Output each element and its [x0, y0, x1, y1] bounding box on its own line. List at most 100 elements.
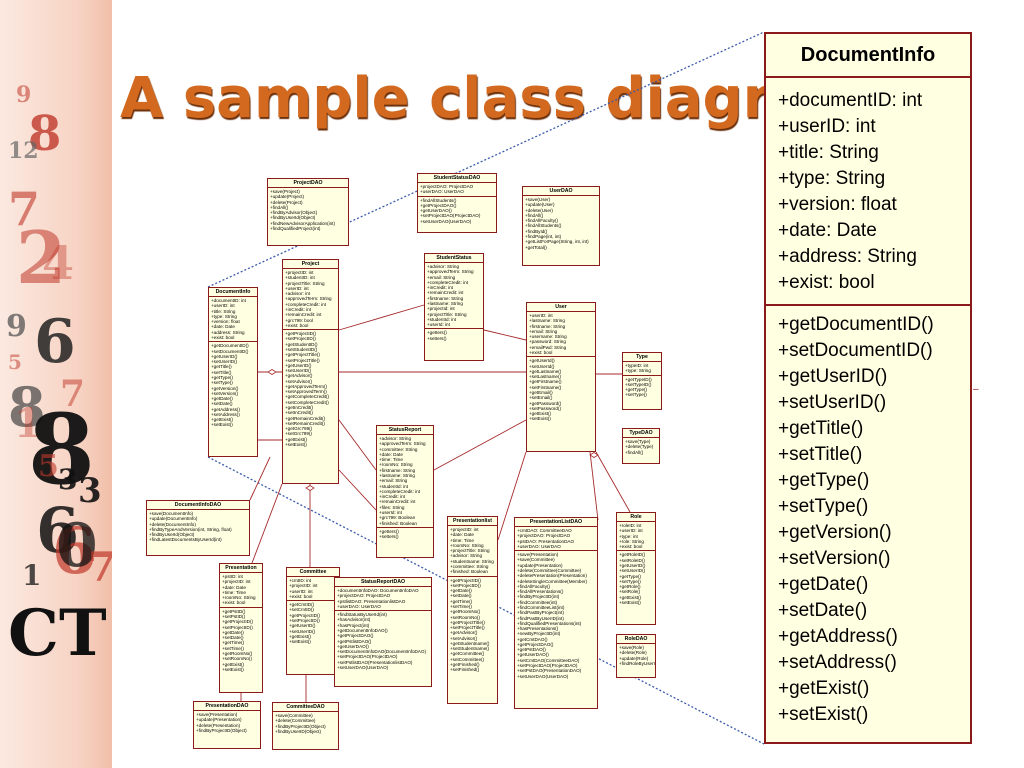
- class-operation: +findByProjectID(Object): [196, 727, 247, 733]
- class-operation: +getCompleteCredit(): [285, 394, 330, 400]
- class-attribute: +type: String: [625, 368, 651, 374]
- class-operation: +setCompleteCredit(): [285, 399, 329, 405]
- class-box-committee-dao: CommitteeDAO+save(Committee)+delete(Comm…: [272, 702, 339, 750]
- class-attribute: +projectTitle: String: [285, 280, 325, 286]
- class-operation: +getRemainCredit(): [285, 415, 326, 421]
- class-attribute: +exist: bool: [285, 322, 309, 328]
- zoomed-attribute: +address: String: [778, 246, 917, 267]
- class-box-presentation-dao: PresentationDAO+save(Presentation)+updat…: [193, 701, 261, 749]
- class-attribute: +roomNo: String: [379, 462, 413, 468]
- decorative-number: 7: [8, 182, 41, 236]
- class-attribute: +title: String: [211, 308, 236, 314]
- class-operation: +getDocumentID(): [211, 343, 249, 349]
- class-attribute: +userDAO: UserDAO: [420, 189, 464, 195]
- decorative-number: 1: [14, 400, 42, 447]
- class-attribute: +grc799: bool: [285, 317, 313, 323]
- class-box-document-info-dao: DocumentInfoDAO+save(DocumentInfo)+updat…: [146, 500, 250, 556]
- class-operation: +getStudentID(): [285, 341, 318, 347]
- class-operation: +delete(DocumentInfo): [149, 521, 196, 527]
- class-attribute: +time: Time: [450, 537, 474, 543]
- class-operation: +setExist(): [285, 442, 307, 447]
- class-operation: +hasPresentations(): [517, 626, 559, 632]
- class-operation: +getFirstname(): [529, 379, 562, 385]
- class-operation: +getInCredit(): [285, 405, 314, 411]
- class-attributes: +projectDAO: ProjectDAO+userDAO: UserDAO: [418, 183, 496, 197]
- class-attribute: +date: Date: [450, 532, 474, 538]
- class-attribute: +exist: bool: [619, 544, 643, 550]
- class-operation: +findAllPresentations(): [517, 589, 564, 595]
- class-attributes: +advisor: String+approvedTerm: String+co…: [377, 435, 433, 528]
- class-operation: +setDate(): [222, 635, 244, 641]
- zoomed-operation: +getDate(): [778, 574, 869, 595]
- zoomed-class-name: DocumentInfo: [766, 34, 970, 78]
- class-operation: +getStudentname(): [450, 640, 490, 646]
- class-operation: +setCommittee(): [450, 656, 485, 662]
- assoc-statusreport-user: [433, 419, 527, 471]
- class-operation: +setDate(): [211, 401, 233, 407]
- class-operation: +getProjectID(): [222, 619, 254, 625]
- class-operation: +hasAdvisor(int): [337, 617, 371, 623]
- class-attribute: +inCredit: int: [427, 285, 453, 291]
- class-operations: +getProjectID()+setProjectID()+getDate()…: [448, 577, 497, 674]
- class-attribute: +userID: int: [529, 313, 553, 318]
- class-operation: +getProjectID(): [289, 612, 321, 618]
- class-attribute: +remainCredit: int: [285, 312, 322, 318]
- class-operation: +getProjectTitle(): [285, 352, 320, 358]
- class-attribute: +roleID: int: [619, 523, 642, 528]
- class-attribute: +date: Date: [222, 584, 246, 590]
- class-operation: +delete(Presentation): [196, 722, 241, 728]
- class-box-status-report: StatusReport+advisor: String+approvedTer…: [376, 425, 434, 558]
- class-operation: +setTime(): [222, 645, 244, 651]
- class-operation: +getProjectDAO(): [517, 641, 554, 647]
- class-name: PresentationDAO: [194, 702, 260, 711]
- class-operation: +setType(): [211, 380, 233, 386]
- class-name: RoleDAO: [617, 635, 655, 644]
- class-operation: +setDocumentID(): [211, 348, 249, 354]
- class-operation: +findAll(): [525, 212, 544, 218]
- assoc-project-statusreport-2: [338, 469, 377, 511]
- class-operation: +getProjectID(): [450, 577, 482, 583]
- class-operation: +getExist(): [285, 436, 308, 442]
- class-attribute: +projectID: int: [289, 583, 318, 589]
- class-operation: +setUserID(): [619, 568, 646, 574]
- class-operation: +setStudentname(): [450, 646, 490, 652]
- class-operation: +getUserID(): [619, 562, 646, 568]
- class-box-student-status: StudentStatus+advisor: String+approvedTe…: [424, 253, 484, 361]
- class-operation: +delete(Role): [619, 650, 647, 656]
- class-attribute: +studentname: String: [450, 558, 494, 564]
- class-operation: +getCmtDAO(): [517, 636, 548, 642]
- class-attribute: +inCredit: int: [285, 306, 311, 312]
- class-attribute: +approvedTerm: String: [427, 269, 474, 275]
- class-operation: +findStatusByUserId(int): [337, 612, 387, 618]
- decorative-number: 7: [60, 373, 86, 415]
- class-operation: +getTotal(): [525, 244, 547, 250]
- zoomed-class-operations: +getDocumentID()+setDocumentID()+getUser…: [766, 306, 970, 728]
- class-operation: +setProjectID(): [450, 582, 481, 588]
- class-attribute: +time: Time: [222, 589, 246, 595]
- class-operation: +getTitle(): [211, 364, 232, 370]
- zoomed-operation: +getType(): [778, 470, 870, 491]
- class-attribute: +grc799: Boolean: [379, 515, 416, 521]
- class-attributes: +projectID: int+studentID: int+projectTi…: [283, 269, 338, 331]
- zoomed-attribute: +documentID: int: [778, 90, 923, 111]
- class-box-student-status-dao: StudentStatusDAO+projectDAO: ProjectDAO+…: [417, 173, 497, 233]
- class-operation: +getters(): [427, 330, 447, 336]
- class-box-project: Project+projectID: int+studentID: int+pr…: [282, 259, 339, 484]
- zoomed-operation: +setAddress(): [778, 652, 897, 673]
- class-attribute: +date: Date: [379, 451, 403, 457]
- class-operation: +findCommittee(int): [517, 599, 558, 605]
- zoomed-class-documentinfo: DocumentInfo +documentID: int+userID: in…: [764, 32, 972, 744]
- class-operations: +getters()+setters(): [377, 528, 433, 541]
- class-attributes: +cmtID: int+projectID: int+userID: int+e…: [287, 577, 339, 602]
- class-attribute: +studentId: int: [427, 316, 456, 322]
- class-attribute: +approvedTerm: String: [379, 441, 426, 447]
- class-operation: +setAddress(): [211, 411, 240, 417]
- class-attribute: +version: float: [211, 319, 240, 325]
- decorative-number: 12: [8, 138, 39, 164]
- class-operation: +setType(): [625, 392, 647, 398]
- decorative-number: 0: [56, 511, 98, 581]
- zoomed-attribute: +version: float: [778, 194, 897, 215]
- class-operation: +getAdvisor(): [450, 630, 478, 636]
- class-attribute: +projectID: int: [222, 579, 251, 585]
- class-operation: +getRoleID(): [619, 552, 646, 558]
